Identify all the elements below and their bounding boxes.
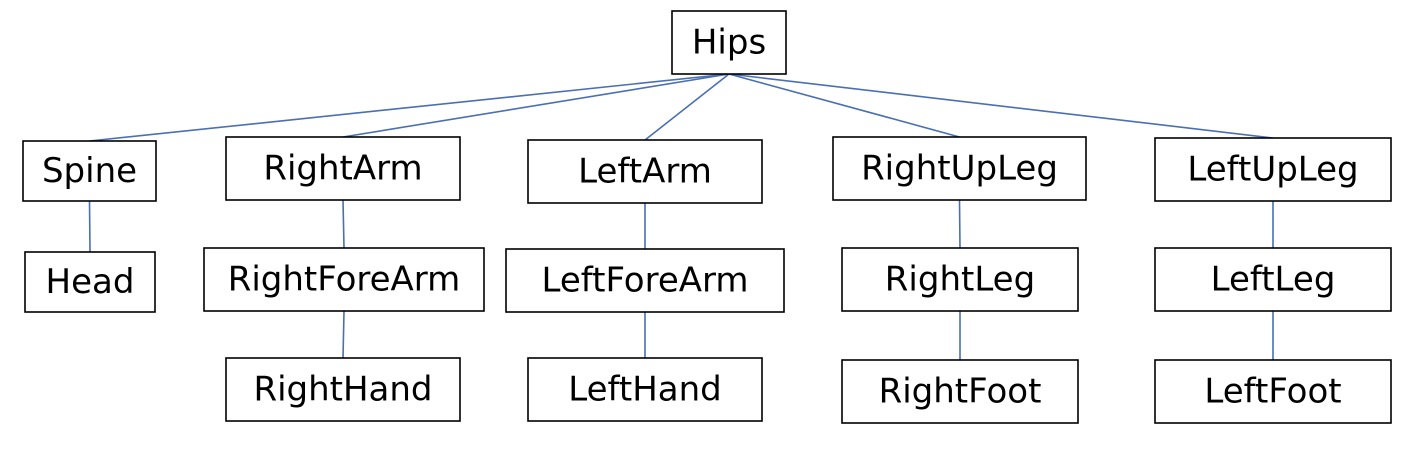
node-box-left-arm	[527, 139, 763, 204]
node-right-arm: RightArm	[225, 136, 461, 201]
node-label-right-up-leg: RightUpLeg	[861, 149, 1058, 189]
node-label-spine: Spine	[42, 151, 137, 191]
node-head: Head	[24, 251, 156, 313]
node-box-head	[24, 251, 156, 313]
edge-hips-to-right-up-leg	[728, 73, 960, 138]
node-label-left-foot: LeftFoot	[1204, 372, 1341, 412]
node-left-foot: LeftFoot	[1154, 359, 1392, 424]
node-left-up-leg: LeftUpLeg	[1154, 137, 1392, 202]
node-right-hand: RightHand	[225, 357, 461, 422]
edge-right-up-leg-to-right-leg	[958, 199, 961, 249]
node-label-right-hand: RightHand	[253, 370, 432, 410]
node-box-spine	[22, 140, 157, 202]
node-label-right-fore-arm: RightForeArm	[228, 260, 461, 300]
node-left-hand: LeftHand	[527, 357, 763, 422]
node-box-right-hand	[225, 357, 461, 422]
node-box-right-up-leg	[832, 136, 1087, 201]
node-label-right-arm: RightArm	[263, 149, 422, 189]
node-label-left-up-leg: LeftUpLeg	[1187, 150, 1358, 190]
edge-hips-to-right-arm	[342, 73, 730, 138]
node-hips: Hips	[671, 10, 787, 75]
node-left-leg: LeftLeg	[1154, 247, 1392, 312]
node-label-right-foot: RightFoot	[879, 372, 1042, 412]
node-right-up-leg: RightUpLeg	[832, 136, 1087, 201]
node-box-left-leg	[1154, 247, 1392, 312]
node-box-left-hand	[527, 357, 763, 422]
node-label-hips: Hips	[692, 23, 766, 63]
node-box-right-leg	[841, 247, 1079, 312]
node-right-foot: RightFoot	[841, 359, 1079, 424]
edge-hips-to-spine	[89, 73, 730, 142]
node-left-arm: LeftArm	[527, 139, 763, 204]
node-right-fore-arm: RightForeArm	[203, 247, 485, 312]
node-label-left-arm: LeftArm	[578, 152, 712, 192]
node-label-left-fore-arm: LeftForeArm	[541, 261, 748, 301]
node-left-fore-arm: LeftForeArm	[505, 248, 785, 313]
edges-layer	[88, 73, 1274, 360]
node-box-left-fore-arm	[505, 248, 785, 313]
node-box-right-arm	[225, 136, 461, 201]
node-box-left-foot	[1154, 359, 1392, 424]
edge-hips-to-left-arm	[644, 73, 730, 141]
node-label-left-hand: LeftHand	[568, 370, 722, 410]
edge-spine-to-head	[88, 200, 91, 253]
node-spine: Spine	[22, 140, 157, 202]
node-box-right-fore-arm	[203, 247, 485, 312]
edge-right-fore-arm-to-right-hand	[342, 310, 345, 359]
node-box-hips	[671, 10, 787, 75]
edge-hips-to-left-up-leg	[728, 73, 1274, 139]
node-label-right-leg: RightLeg	[885, 260, 1035, 300]
node-label-head: Head	[46, 262, 135, 302]
edge-right-arm-to-right-fore-arm	[342, 199, 345, 249]
node-box-right-foot	[841, 359, 1079, 424]
node-label-left-leg: LeftLeg	[1211, 260, 1336, 300]
node-right-leg: RightLeg	[841, 247, 1079, 312]
node-box-left-up-leg	[1154, 137, 1392, 202]
